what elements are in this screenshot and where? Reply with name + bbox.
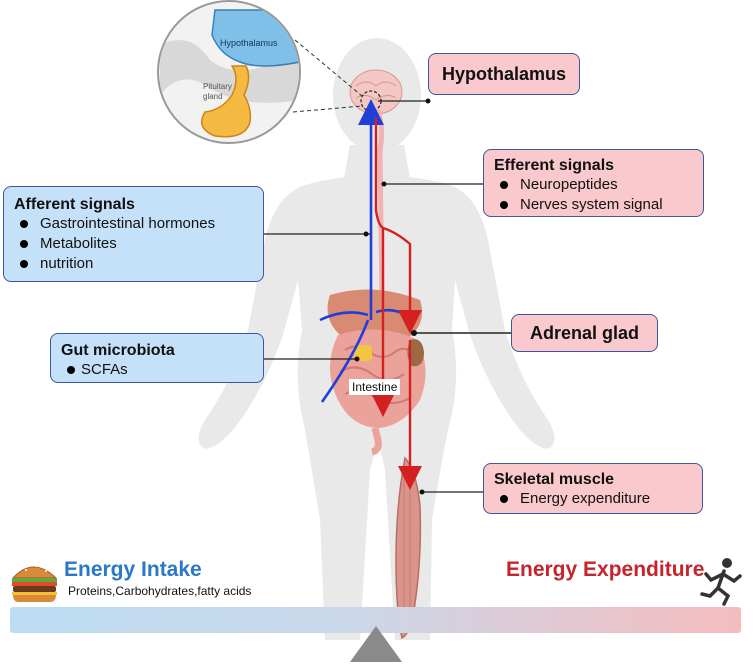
energy-intake-subtitle: Proteins,Carbohydrates,fatty acids — [68, 584, 252, 598]
afferent-item: nutrition — [14, 254, 253, 274]
intestine-label: Intestine — [349, 379, 401, 395]
efferent-signals-title: Efferent signals — [494, 157, 615, 174]
skeletal-muscle-title: Skeletal muscle — [494, 471, 615, 488]
skeletal-item: Energy expenditure — [494, 489, 692, 509]
efferent-item: Neuropeptides — [494, 175, 693, 195]
hypothalamus-box-title: Hypothalamus — [441, 63, 567, 84]
inset-pituitary-label: Pituitary gland — [203, 82, 232, 101]
adrenal-gland-box: Adrenal glad — [511, 314, 658, 352]
efferent-arrows — [371, 118, 422, 490]
energy-expenditure-title: Energy Expenditure — [506, 558, 705, 581]
adrenal-gland-title: Adrenal glad — [529, 322, 640, 343]
gut-item: SCFAs — [61, 360, 253, 380]
afferent-signals-box: Afferent signals Gastrointestinal hormon… — [3, 186, 264, 282]
burger-icon — [11, 565, 58, 602]
afferent-item: Gastrointestinal hormones — [14, 214, 253, 234]
hypothalamus-inset — [157, 0, 301, 144]
efferent-signals-box: Efferent signals Neuropeptides Nerves sy… — [483, 149, 704, 217]
hypothalamus-box: Hypothalamus — [428, 53, 580, 95]
energy-intake-title: Energy Intake — [64, 558, 202, 581]
inset-hypothalamus-label: Hypothalamus — [220, 38, 278, 48]
connector-lines — [264, 100, 511, 493]
gut-microbiota-box: Gut microbiota SCFAs — [50, 333, 264, 383]
gut-microbiota-title: Gut microbiota — [61, 342, 175, 359]
afferent-item: Metabolites — [14, 234, 253, 254]
afferent-signals-title: Afferent signals — [14, 196, 135, 213]
efferent-item: Nerves system signal — [494, 195, 693, 215]
balance-bar — [10, 607, 741, 633]
fulcrum-triangle-icon — [350, 626, 402, 662]
runner-icon — [700, 558, 742, 606]
connector-dots — [354, 98, 431, 495]
skeletal-muscle-box: Skeletal muscle Energy expenditure — [483, 463, 703, 514]
